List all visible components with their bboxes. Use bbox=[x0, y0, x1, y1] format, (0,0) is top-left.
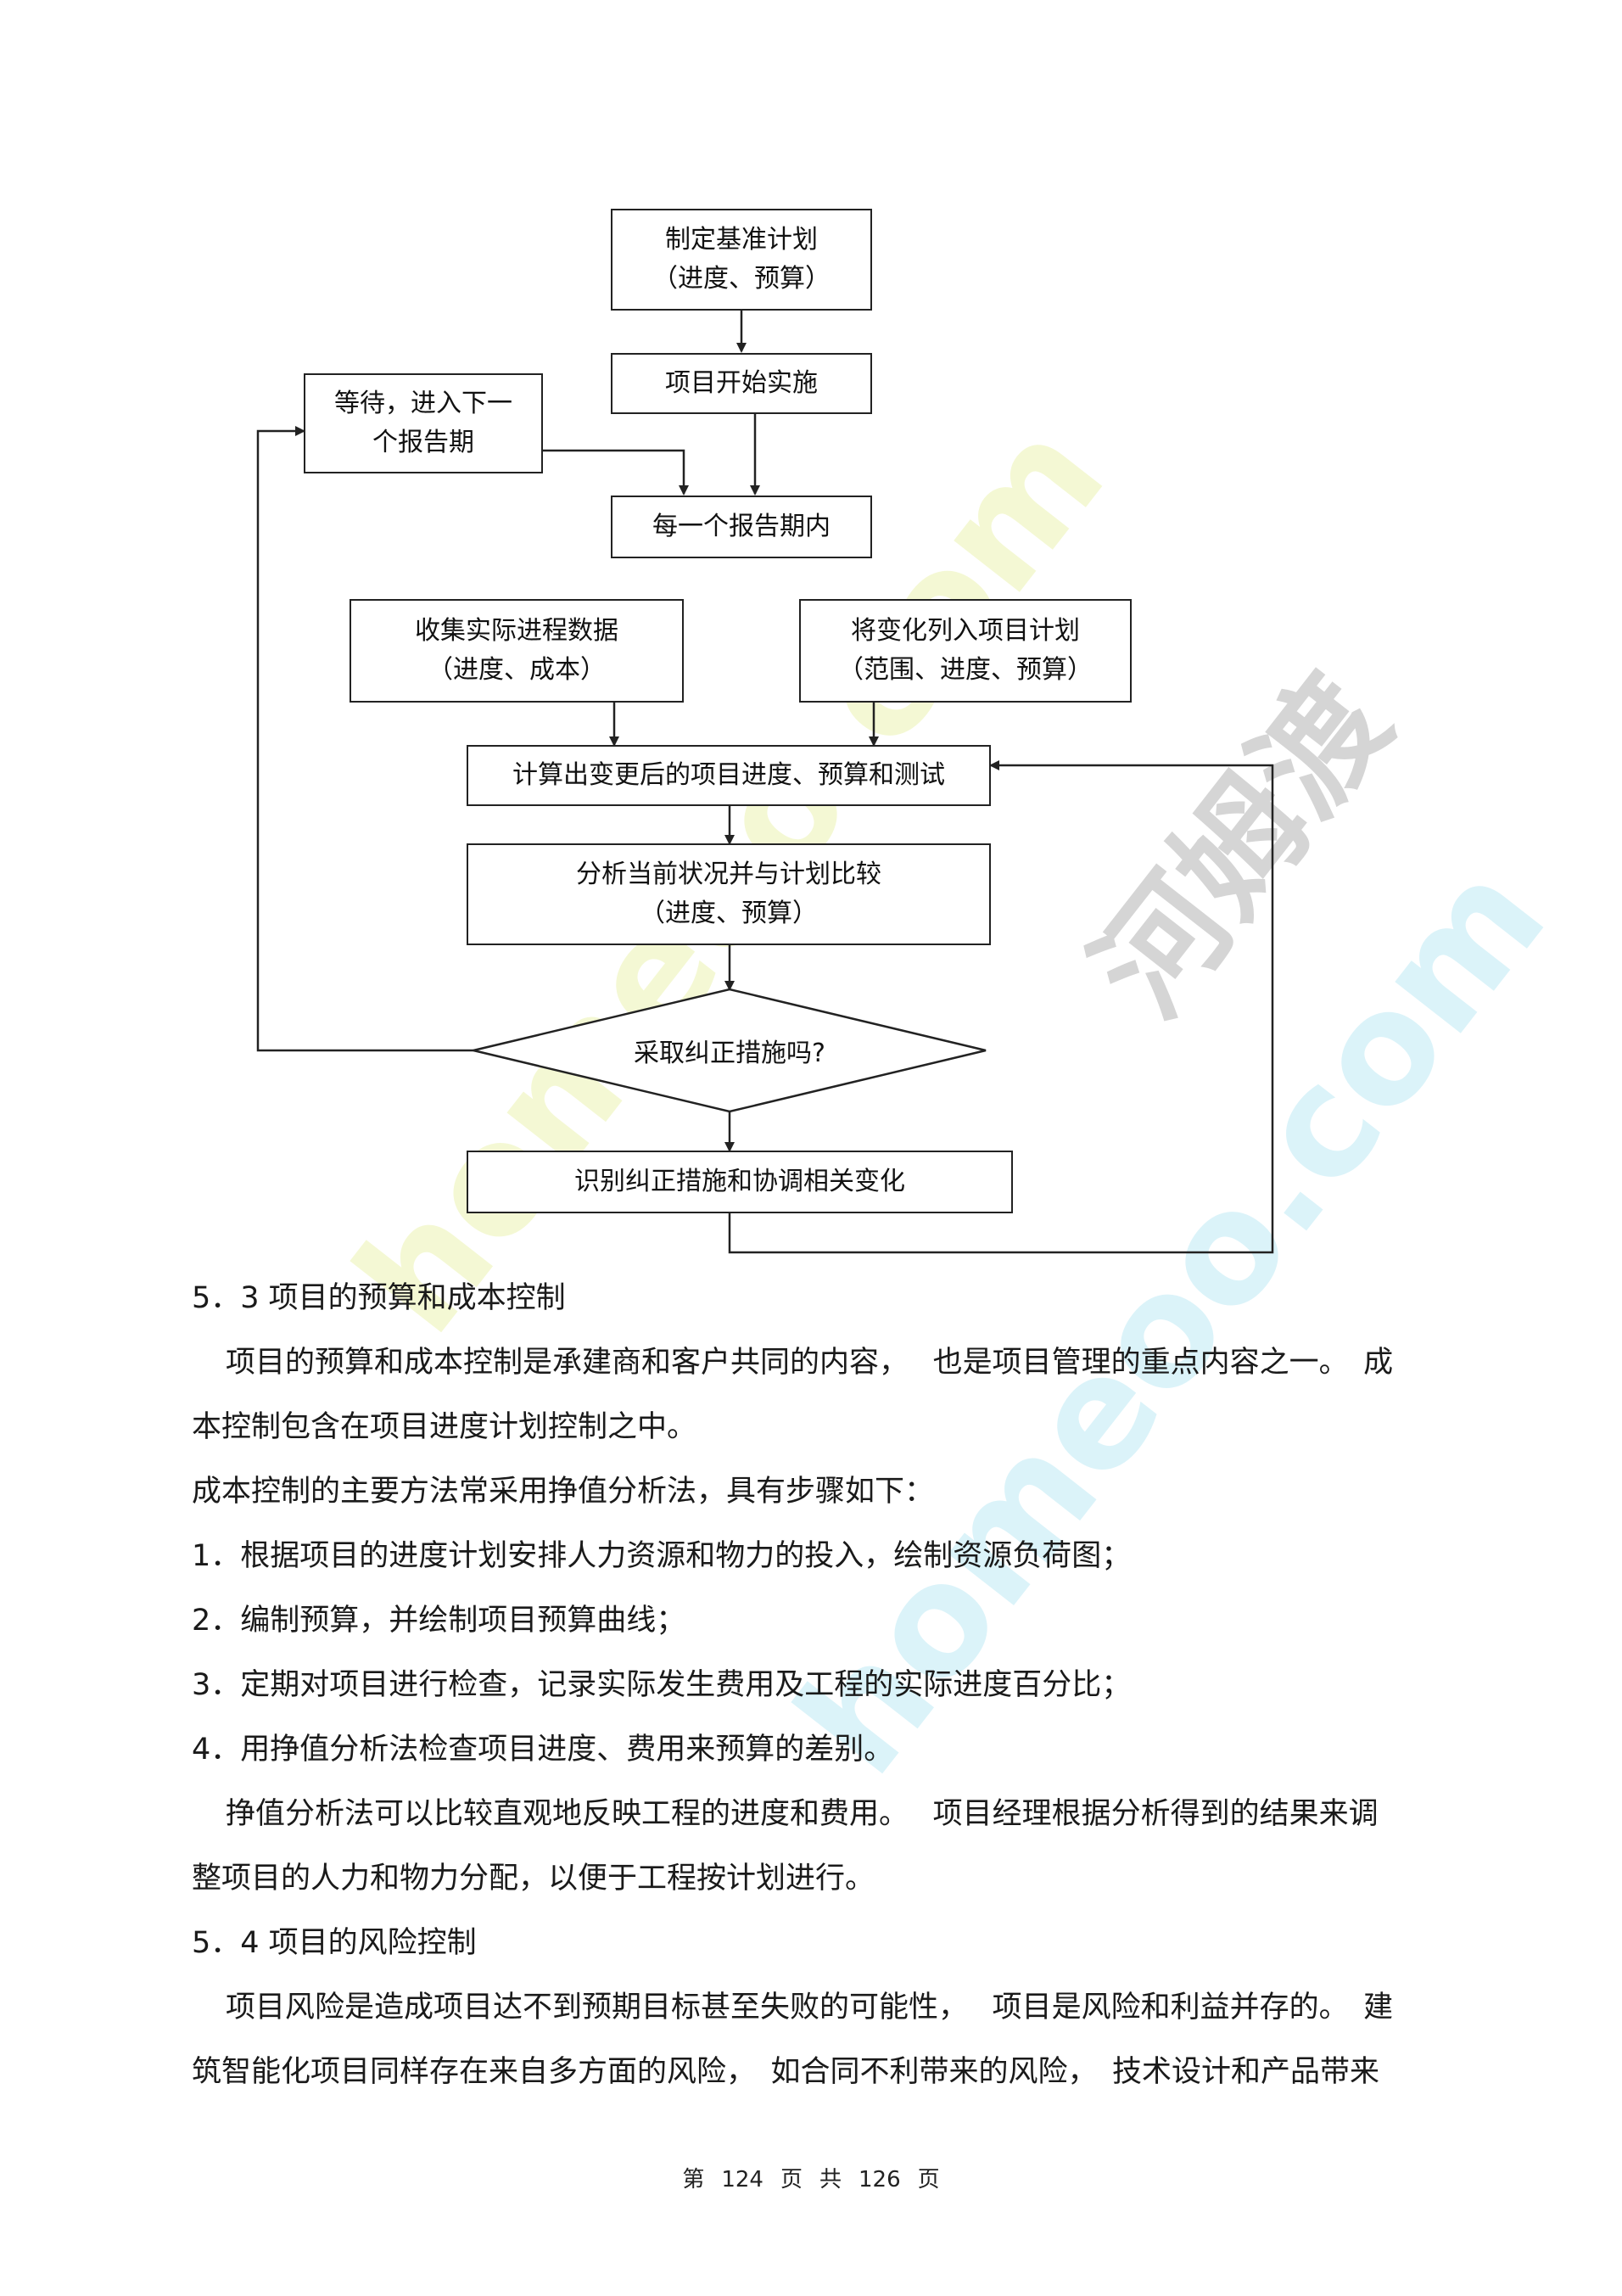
loop-no-to-wait bbox=[256, 426, 473, 1052]
node-compute-changes: 计算出变更后的项目进度、预算和测试 bbox=[467, 745, 991, 806]
list-item: 4．用挣值分析法检查项目进度、费用来预算的差别。 bbox=[192, 1733, 894, 1767]
node-decision-label: 采取纠正措施吗? bbox=[634, 1039, 825, 1068]
footer-total-unit: 页 bbox=[917, 2167, 940, 2192]
paragraph-line: 项目的预算和成本控制是承建商和客户共同的内容， 也是项目管理的重点内容之一。 成 bbox=[226, 1346, 1394, 1380]
node-each-period: 每一个报告期内 bbox=[611, 496, 872, 558]
footer-total-word: 共 bbox=[819, 2167, 842, 2192]
paragraph-line: 挣值分析法可以比较直观地反映工程的进度和费用。 项目经理根据分析得到的结果来调 bbox=[226, 1797, 1379, 1831]
footer-page-unit: 页 bbox=[780, 2167, 803, 2192]
decision-diamond bbox=[473, 988, 987, 1113]
list-item: 3．定期对项目进行检查，记录实际发生费用及工程的实际进度百分比； bbox=[192, 1668, 1132, 1702]
paragraph-line: 筑智能化项目同样存在来自多方面的风险， 如合同不利带来的风险， 技术设计和产品带… bbox=[192, 2055, 1380, 2089]
flowchart-connectors bbox=[256, 311, 1274, 1254]
paragraph-line: 项目风险是造成项目达不到预期目标甚至失败的可能性， 项目是风险和利益并存的。 建 bbox=[226, 1991, 1394, 2024]
section-heading-5-4: 5．4 项目的风险控制 bbox=[192, 1926, 477, 1960]
section-heading-5-3: 5．3 项目的预算和成本控制 bbox=[192, 1281, 566, 1315]
footer-total-number: 126 bbox=[859, 2167, 901, 2192]
node-collect-data: 收集实际进程数据（进度、成本） bbox=[350, 599, 684, 703]
paragraph-line: 整项目的人力和物力分配，以便于工程按计划进行。 bbox=[192, 1862, 875, 1896]
node-wait-next-period: 等待，进入下一个报告期 bbox=[304, 373, 543, 473]
loop-identify-to-compute bbox=[728, 760, 1274, 1254]
node-baseline-plan: 制定基准计划（进度、预算） bbox=[611, 209, 872, 311]
node-analyze-compare: 分析当前状况并与计划比较（进度、预算） bbox=[467, 843, 991, 945]
footer-page-number: 124 bbox=[721, 2167, 763, 2192]
node-add-changes: 将变化列入项目计划（范围、进度、预算） bbox=[799, 599, 1132, 703]
list-item: 1．根据项目的进度计划安排人力资源和物力的投入，绘制资源负荷图； bbox=[192, 1539, 1132, 1573]
footer-page-word: 第 bbox=[682, 2167, 705, 2192]
paragraph-line: 成本控制的主要方法常采用挣值分析法，具有步骤如下： bbox=[192, 1475, 935, 1509]
node-project-start: 项目开始实施 bbox=[611, 353, 872, 414]
node-identify-actions: 识别纠正措施和协调相关变化 bbox=[467, 1151, 1013, 1213]
paragraph-line: 本控制包含在项目进度计划控制之中。 bbox=[192, 1410, 697, 1444]
arrow-wait-period bbox=[543, 449, 689, 496]
list-item: 2．编制预算，并绘制项目预算曲线； bbox=[192, 1604, 686, 1638]
